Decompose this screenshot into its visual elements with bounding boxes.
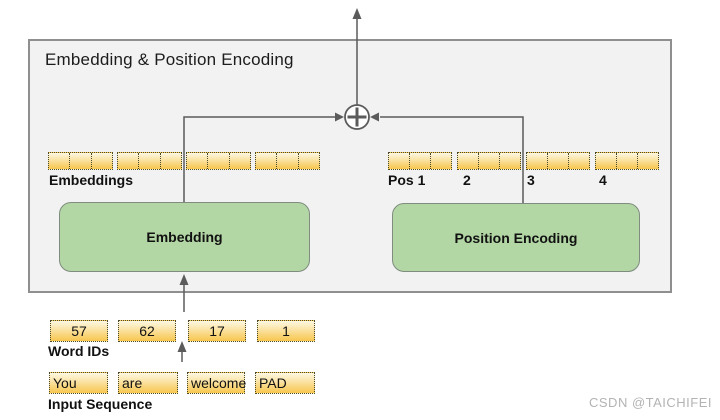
position-cell	[479, 153, 500, 169]
embedding-cell	[49, 153, 71, 169]
position-cell	[569, 153, 589, 169]
position-vector-group	[595, 152, 659, 170]
position-cell	[389, 153, 410, 169]
word-id-box: 62	[118, 320, 176, 342]
input-sequence-label: Input Sequence	[48, 396, 153, 412]
watermark: CSDN @TAICHIFEI	[589, 395, 713, 410]
embedding-vector-group	[186, 152, 251, 170]
arrowhead-up-icon	[177, 341, 187, 352]
embedding-cell	[230, 153, 250, 169]
embedding-vector-group	[255, 152, 320, 170]
position-cell	[410, 153, 431, 169]
embedding-cell	[299, 153, 319, 169]
word-id-box: 17	[188, 320, 246, 342]
position-vector-group	[526, 152, 590, 170]
input-token-box: welcome	[187, 372, 246, 394]
embedding-vector-group	[48, 152, 113, 170]
embedding-block: Embedding	[59, 202, 310, 272]
embedding-cell	[277, 153, 299, 169]
pos-label-4: 4	[599, 172, 607, 188]
position-cell	[596, 153, 617, 169]
embeddings-label: Embeddings	[49, 172, 134, 188]
position-vector-group	[457, 152, 521, 170]
embeddings-vector-row	[48, 152, 320, 170]
embedding-cell	[161, 153, 181, 169]
word-id-box: 57	[50, 320, 108, 342]
embedding-cell	[118, 153, 140, 169]
position-cell	[458, 153, 479, 169]
embedding-cell	[139, 153, 161, 169]
position-cell	[638, 153, 658, 169]
position-cell	[548, 153, 569, 169]
position-encoding-block: Position Encoding	[392, 203, 640, 272]
position-cell	[527, 153, 548, 169]
input-token-box: PAD	[255, 372, 315, 394]
word-id-box: 1	[257, 320, 315, 342]
position-cell	[617, 153, 638, 169]
position-cell	[431, 153, 451, 169]
input-token-box: are	[118, 372, 178, 394]
word-ids-label: Word IDs	[48, 343, 110, 359]
position-cell	[500, 153, 520, 169]
position-vector-row	[388, 152, 659, 170]
input-token-box: You	[49, 372, 108, 394]
embedding-vector-group	[117, 152, 182, 170]
embedding-cell	[256, 153, 278, 169]
embedding-cell	[208, 153, 230, 169]
arrowhead-up-icon	[352, 8, 362, 19]
embedding-cell	[92, 153, 112, 169]
embedding-cell	[187, 153, 209, 169]
pos-label-1: Pos 1	[388, 172, 426, 188]
pos-label-3: 3	[527, 172, 535, 188]
pos-label-2: 2	[463, 172, 471, 188]
panel-title: Embedding & Position Encoding	[45, 50, 294, 69]
embedding-cell	[70, 153, 92, 169]
position-vector-group	[388, 152, 452, 170]
